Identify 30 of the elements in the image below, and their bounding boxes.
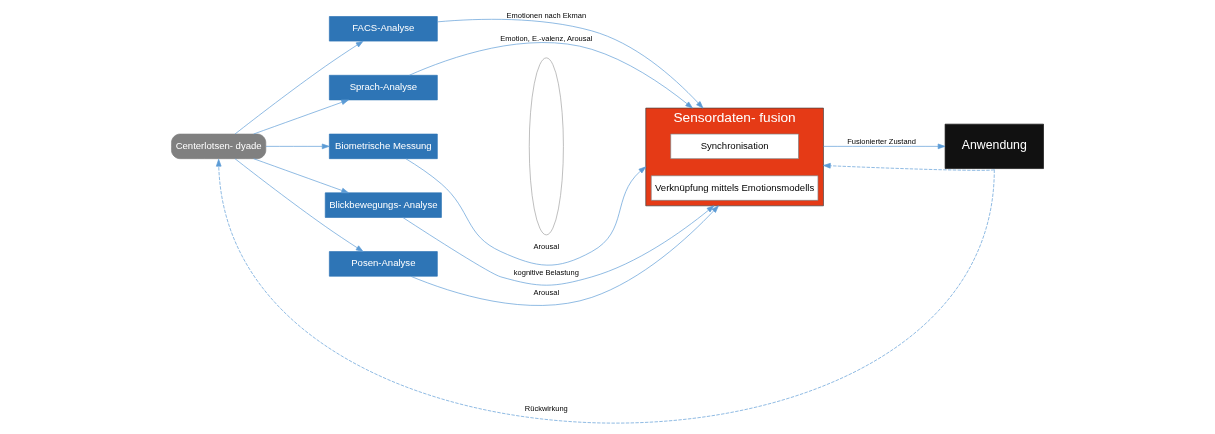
arrow <box>410 205 719 306</box>
arrow <box>253 99 349 134</box>
arrow <box>823 162 995 171</box>
edge-label: Emotionen nach Ekman <box>506 10 587 20</box>
node-box: Biometrische Messung <box>329 133 438 159</box>
arrow <box>265 143 330 149</box>
arrow <box>405 158 647 265</box>
node-box: Centerlotsen- dyade <box>171 133 267 159</box>
node-box: Sprach-Analyse <box>329 74 438 100</box>
edge-label: Arousal <box>533 241 560 251</box>
edge-label: kognitive Belastung <box>513 267 579 277</box>
node-box: Blickbewegungs- Analyse <box>324 192 442 218</box>
node-box: Anwendung <box>944 123 1044 169</box>
edge-label: Rückwirkung <box>524 403 568 413</box>
arrow <box>253 157 349 193</box>
node-box: Posen-Analyse <box>329 250 438 277</box>
arrow <box>402 205 715 286</box>
arrow <box>234 40 364 134</box>
edge-label: Emotion, E.-valenz, Arousal <box>500 33 593 43</box>
edge-label: Fusionierter Zustand <box>847 136 916 146</box>
arrow <box>409 41 693 108</box>
arrow <box>823 143 946 149</box>
arrow <box>234 157 364 252</box>
arrow <box>437 18 704 108</box>
node-box: Synchronisation <box>670 133 799 159</box>
node-box: Verknüpfung mittels Emotionsmodells <box>650 174 819 201</box>
edge-label: Arousal <box>533 287 560 297</box>
node-ellipse <box>528 57 564 235</box>
node-box: FACS-Analyse <box>329 15 438 41</box>
arrow <box>216 158 995 423</box>
